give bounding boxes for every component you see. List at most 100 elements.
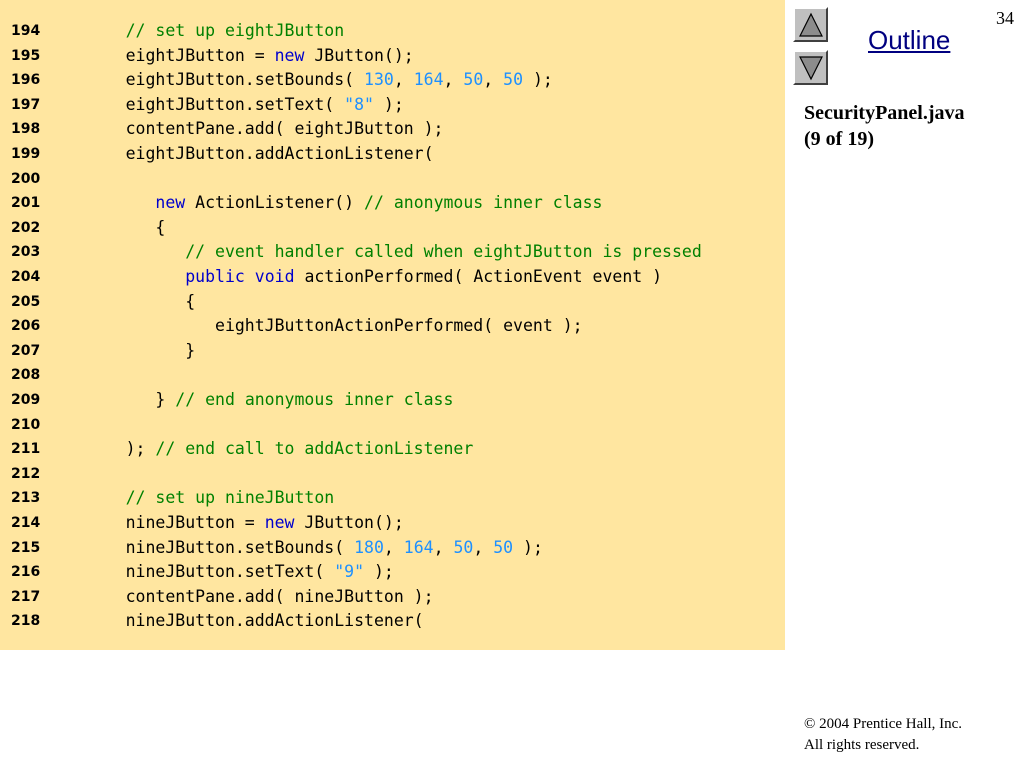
code-text: // event handler called when eightJButto…: [66, 240, 702, 264]
code-text: {: [66, 290, 195, 314]
line-number: 195: [11, 47, 41, 64]
code-text: public void actionPerformed( ActionEvent…: [66, 265, 662, 289]
code-text: eightJButton.setText( "8" );: [66, 93, 404, 117]
file-part: (9 of 19): [804, 128, 874, 150]
code-text: {: [66, 216, 165, 240]
line-number: 215: [11, 539, 41, 556]
code-text: } // end anonymous inner class: [66, 388, 453, 412]
code-line: 207 }: [0, 339, 785, 363]
code-line: 213 // set up nineJButton: [0, 486, 785, 510]
code-token: );: [66, 439, 156, 459]
code-token: ,: [383, 537, 404, 557]
comment-token: // end call to addActionListener: [155, 439, 474, 459]
code-token: }: [66, 390, 176, 409]
literal-token: 50: [453, 537, 474, 557]
code-line: 217 contentPane.add( nineJButton );: [0, 585, 785, 609]
code-line: 206 eightJButtonActionPerformed( event )…: [0, 314, 785, 338]
code-text: // set up eightJButton: [66, 19, 345, 43]
literal-token: 164: [403, 537, 434, 557]
line-number: 202: [11, 219, 41, 236]
code-line: 214 nineJButton = new JButton();: [0, 511, 785, 535]
line-number: 199: [11, 146, 41, 162]
copyright-line-1: © 2004 Prentice Hall, Inc.: [804, 716, 963, 732]
code-text: // set up nineJButton: [66, 486, 335, 510]
code-token: );: [523, 70, 553, 90]
page-number: 34: [996, 8, 1014, 28]
code-text: nineJButton.addActionListener(: [66, 609, 424, 633]
code-token: [245, 267, 255, 286]
line-number: 208: [11, 367, 41, 384]
code-line: 204 public void actionPerformed( ActionE…: [0, 265, 785, 289]
code-token: [66, 193, 155, 212]
line-number: 200: [11, 170, 41, 187]
line-number: 205: [11, 293, 41, 310]
code-token: [66, 267, 185, 286]
code-token: nineJButton.setBounds(: [66, 537, 355, 557]
line-number: 218: [11, 613, 41, 630]
code-token: [66, 488, 126, 507]
line-number: 211: [11, 441, 41, 458]
code-line: 210: [0, 413, 785, 437]
code-line: 200: [0, 167, 785, 191]
literal-token: 50: [493, 537, 514, 557]
code-line: 194 // set up eightJButton: [0, 19, 785, 43]
keyword-token: new: [155, 193, 186, 213]
file-title: SecurityPanel.java (9 of 19): [804, 100, 965, 152]
code-token: ,: [483, 70, 504, 90]
literal-token: 50: [463, 70, 484, 90]
line-number: 213: [11, 490, 41, 507]
code-token: ActionListener(): [185, 193, 365, 213]
literal-token: 130: [364, 70, 394, 90]
code-token: eightJButton.setText(: [66, 94, 345, 114]
triangle-down-icon: [799, 56, 823, 81]
keyword-token: new: [264, 513, 295, 532]
code-text: eightJButton.addActionListener(: [66, 142, 434, 166]
line-number: 216: [11, 564, 41, 581]
code-token: contentPane.add( eightJButton );: [66, 119, 444, 139]
code-text: eightJButton.setBounds( 130, 164, 50, 50…: [66, 68, 553, 92]
comment-token: // event handler called when eightJButto…: [185, 242, 702, 262]
line-number: 198: [11, 121, 41, 138]
code-token: [66, 242, 185, 261]
keyword-token: void: [254, 267, 295, 286]
code-line: 216 nineJButton.setText( "9" );: [0, 560, 785, 584]
code-line: 205 {: [0, 290, 785, 314]
code-token: eightJButton.setBounds(: [66, 70, 365, 90]
code-text: nineJButton.setBounds( 180, 164, 50, 50 …: [66, 536, 543, 560]
literal-token: 50: [503, 70, 524, 90]
literal-token: 180: [354, 537, 384, 557]
code-token: );: [364, 562, 394, 582]
code-token: actionPerformed( ActionEvent event ): [294, 267, 663, 286]
code-token: [66, 21, 126, 40]
comment-token: // set up nineJButton: [125, 488, 335, 508]
next-slide-button[interactable]: [793, 50, 828, 85]
outline-link[interactable]: Outline: [868, 25, 951, 55]
code-line: 199 eightJButton.addActionListener(: [0, 142, 785, 166]
code-token: nineJButton.addActionListener(: [66, 611, 424, 631]
line-number: 204: [11, 269, 41, 285]
keyword-token: new: [274, 45, 305, 65]
code-text: contentPane.add( nineJButton );: [66, 585, 434, 609]
code-line: 201 new ActionListener() // anonymous in…: [0, 191, 785, 215]
line-number: 197: [11, 96, 41, 113]
copyright: © 2004 Prentice Hall, Inc. All rights re…: [804, 714, 962, 756]
code-line: 197 eightJButton.setText( "8" );: [0, 93, 785, 117]
code-line: 208: [0, 363, 785, 387]
literal-token: "8": [344, 94, 374, 114]
code-line: 196 eightJButton.setBounds( 130, 164, 50…: [0, 68, 785, 92]
code-line: 202 {: [0, 216, 785, 240]
code-token: {: [66, 217, 166, 237]
previous-slide-button[interactable]: [793, 7, 828, 42]
code-token: eightJButton =: [66, 45, 275, 65]
line-number: 201: [11, 195, 41, 212]
line-number: 212: [11, 465, 41, 482]
line-number: 194: [11, 23, 41, 39]
code-line: 195 eightJButton = new JButton();: [0, 44, 785, 68]
line-number: 196: [11, 72, 41, 89]
code-text: nineJButton = new JButton();: [66, 511, 404, 535]
code-token: contentPane.add( nineJButton );: [66, 586, 434, 606]
code-token: JButton();: [294, 513, 404, 532]
code-text: ); // end call to addActionListener: [66, 437, 474, 461]
comment-token: // set up eightJButton: [125, 21, 345, 40]
